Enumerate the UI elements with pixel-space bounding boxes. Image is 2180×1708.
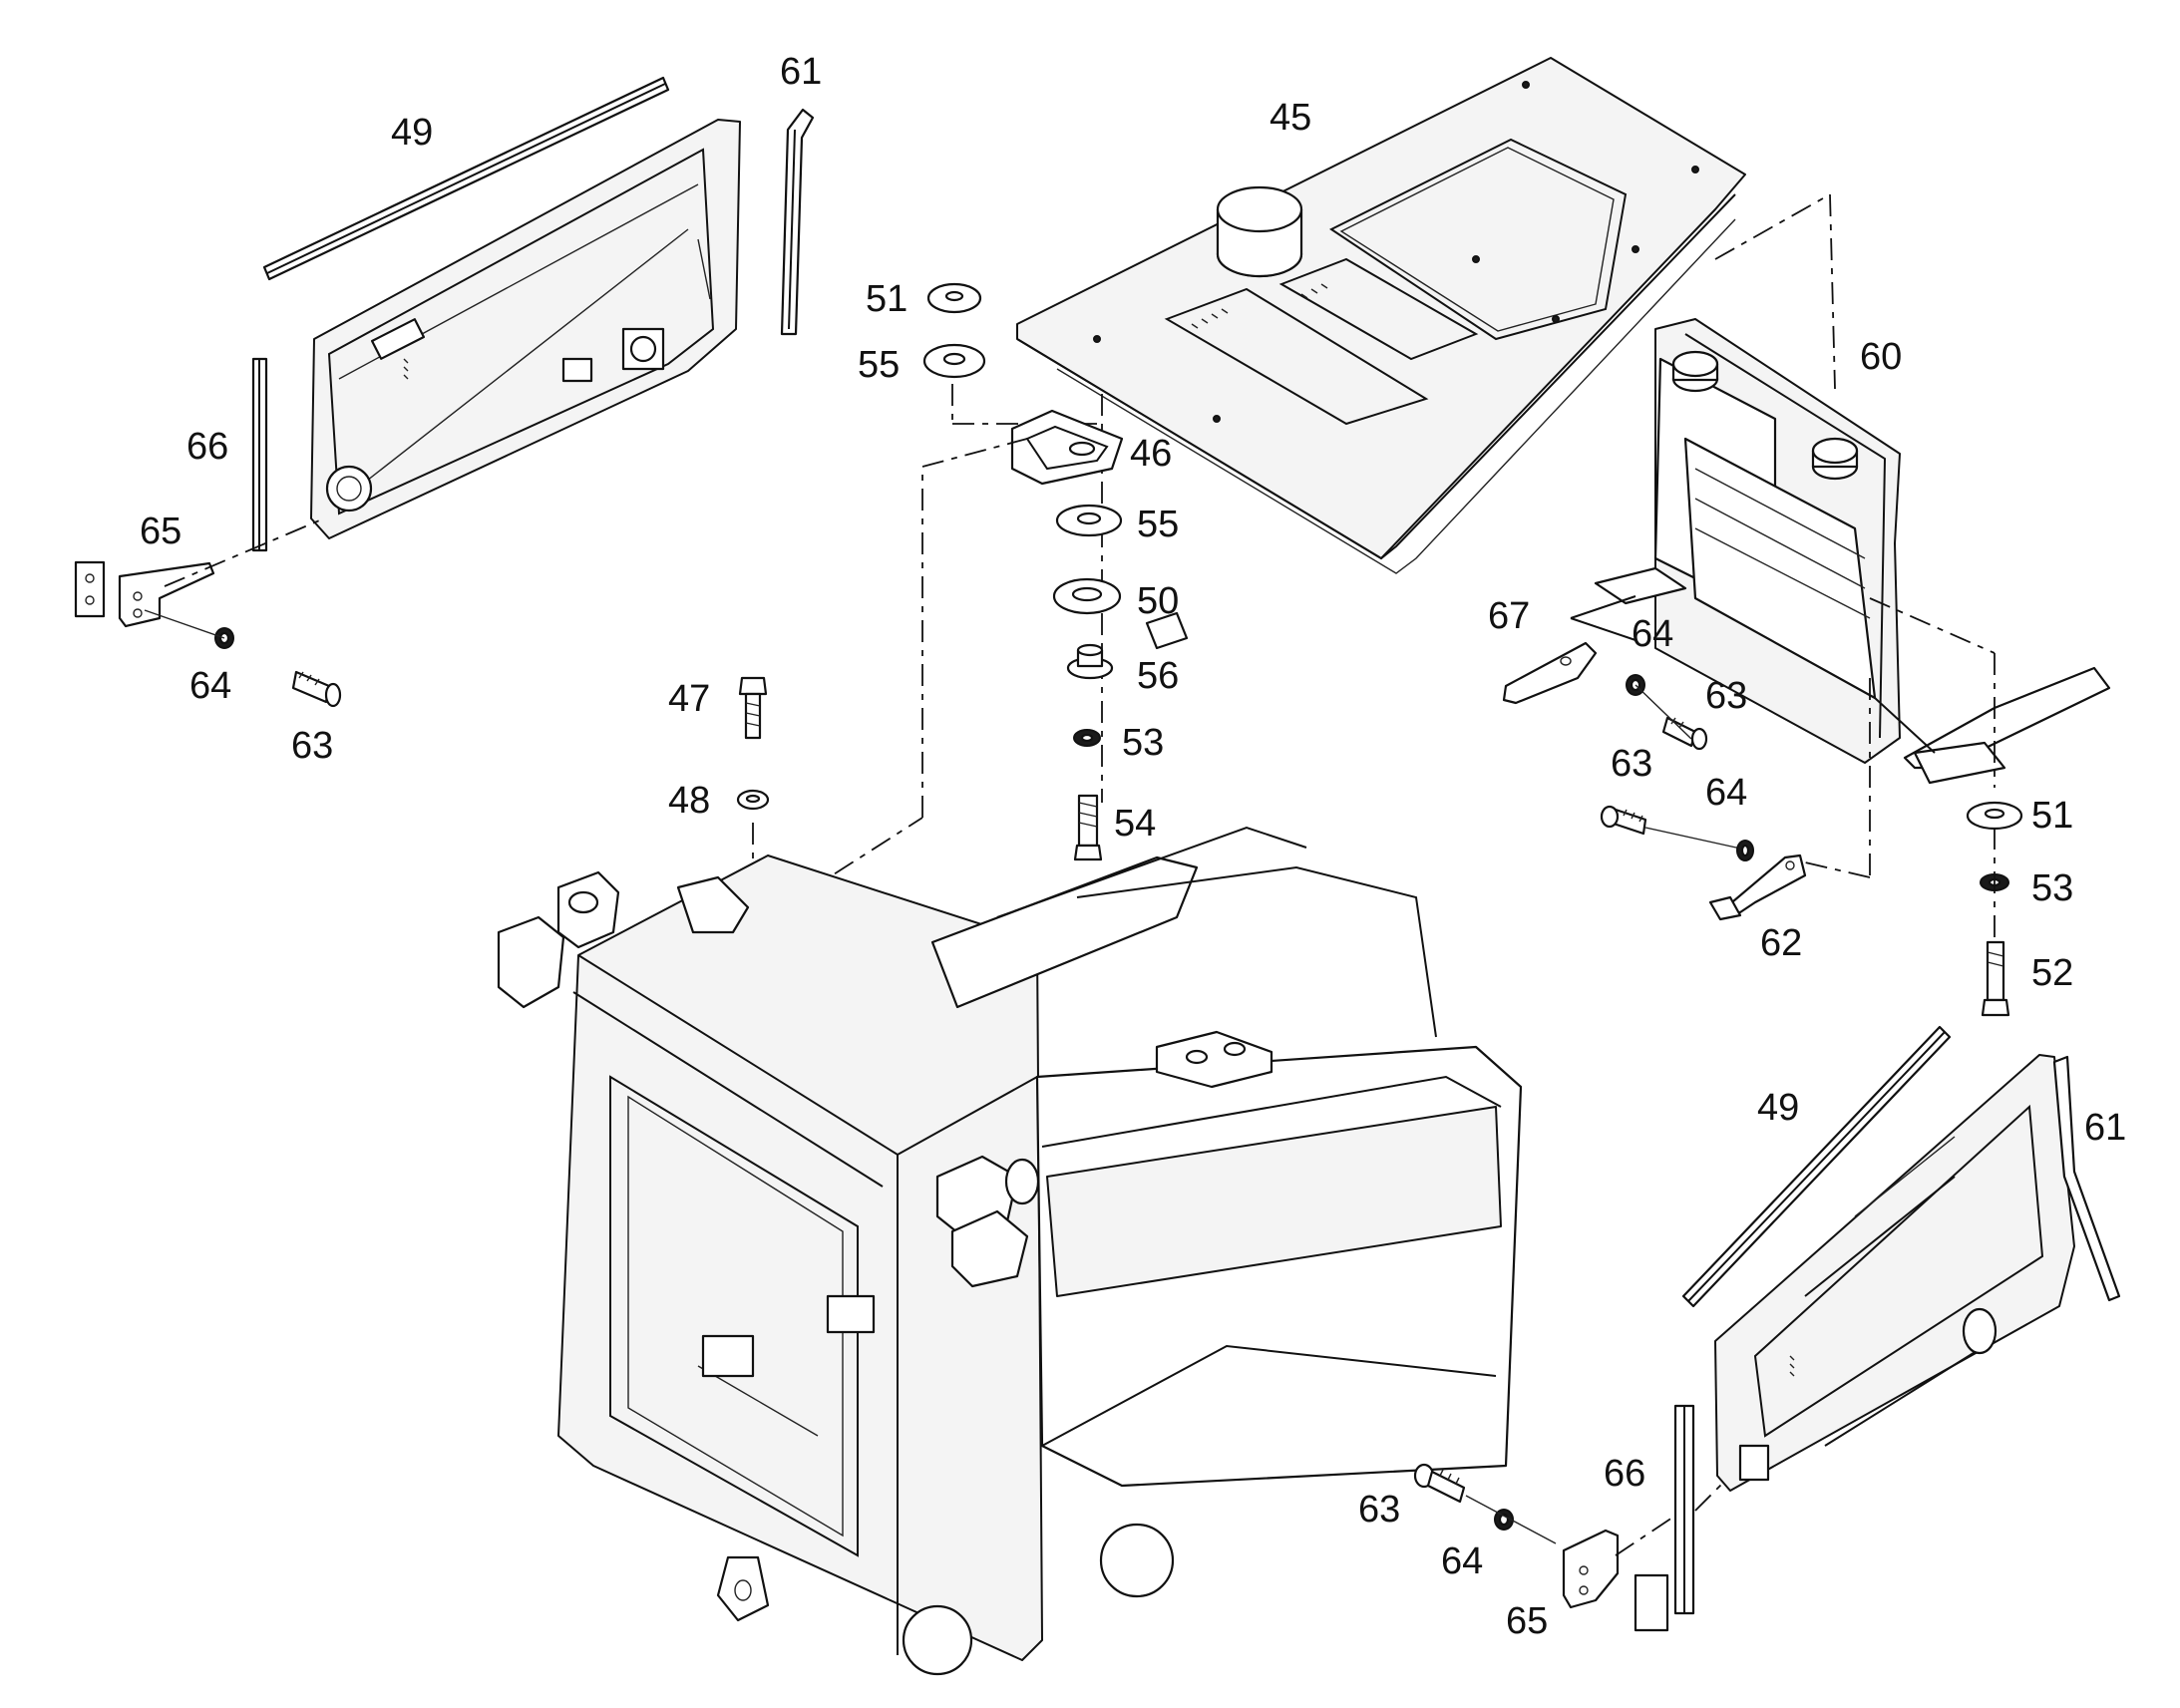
callout-63-right-a: 63 <box>1705 675 1747 717</box>
bolt-63-right-a <box>1661 716 1708 751</box>
callout-55-top: 55 <box>858 344 900 386</box>
callout-63-right-b: 63 <box>1611 743 1652 785</box>
hinge-bracket-65-bottom <box>1562 1529 1620 1609</box>
callout-47: 47 <box>668 678 710 720</box>
callout-63-bottom: 63 <box>1358 1489 1400 1531</box>
callout-66-bottom: 66 <box>1604 1453 1645 1495</box>
callout-51-top: 51 <box>866 278 908 320</box>
callout-66-left: 66 <box>186 426 228 468</box>
callout-labels: 45 46 47 48 49 49 50 51 51 52 53 53 54 5… <box>140 51 2126 1642</box>
callout-46: 46 <box>1130 433 1172 475</box>
bolt-47 <box>738 676 768 740</box>
washer-48 <box>736 789 770 811</box>
washer-55-mid <box>1055 504 1123 537</box>
callout-61-bottom: 61 <box>2084 1107 2126 1149</box>
bolt-54 <box>1073 794 1103 861</box>
seal-strip-61-top <box>780 108 815 336</box>
callout-53-mid: 53 <box>1122 722 1164 764</box>
callout-64-left: 64 <box>189 665 231 707</box>
left-side-panel <box>310 119 741 539</box>
washer-51-top <box>926 282 982 314</box>
callout-65-bottom: 65 <box>1506 1600 1548 1642</box>
mount-bracket-46 <box>1010 409 1124 486</box>
seal-strip-66-bottom <box>1673 1404 1695 1615</box>
bracket-assembly-60 <box>1594 318 2111 785</box>
callout-53-right: 53 <box>2031 867 2073 909</box>
washer-55-top <box>922 343 986 379</box>
callout-50: 50 <box>1137 580 1179 622</box>
seal-strip-49-bottom <box>1681 1025 1952 1308</box>
callout-56: 56 <box>1137 655 1179 697</box>
callout-48: 48 <box>668 780 710 822</box>
callout-55-mid: 55 <box>1137 504 1179 545</box>
callout-51-right: 51 <box>2031 795 2073 837</box>
callout-54: 54 <box>1114 803 1156 845</box>
bolt-63-bottom <box>1413 1463 1466 1504</box>
pad-65-bottom <box>1634 1573 1669 1632</box>
hinge-bracket-62 <box>1708 854 1807 921</box>
seal-strip-61-bottom <box>2052 1055 2121 1302</box>
washer-64-right-b <box>1736 840 1754 861</box>
callout-61-top: 61 <box>780 51 822 93</box>
bolt-52 <box>1981 940 2010 1017</box>
callout-65-left: 65 <box>140 511 182 552</box>
bolt-63-left <box>291 670 342 708</box>
callout-62: 62 <box>1760 922 1802 964</box>
callout-67: 67 <box>1488 595 1530 637</box>
bushing-56 <box>1066 643 1114 680</box>
callout-49-bottom: 49 <box>1757 1087 1799 1129</box>
washer-53-mid <box>1073 729 1101 747</box>
callout-64-bottom: 64 <box>1441 1540 1483 1582</box>
washer-50 <box>1052 577 1122 615</box>
right-side-panel <box>1714 1054 2075 1492</box>
callout-49-top: 49 <box>391 112 433 154</box>
top-plate-45 <box>1016 57 1746 574</box>
main-frame <box>497 611 1523 1676</box>
callout-63-left: 63 <box>291 725 333 767</box>
seal-strip-49-top <box>262 76 670 281</box>
callout-64-right-a: 64 <box>1632 613 1673 655</box>
seal-strip-66-left <box>251 357 268 552</box>
callout-64-right-b: 64 <box>1705 772 1747 814</box>
bolt-63-right-b <box>1600 805 1647 836</box>
washer-51-right <box>1966 801 2023 831</box>
callout-45: 45 <box>1270 97 1311 139</box>
hinge-bracket-65-left <box>74 560 215 628</box>
callout-52: 52 <box>2031 952 2073 994</box>
washer-64-bottom <box>1494 1509 1514 1531</box>
hinge-bracket-67 <box>1502 641 1598 705</box>
callout-60: 60 <box>1860 336 1902 378</box>
